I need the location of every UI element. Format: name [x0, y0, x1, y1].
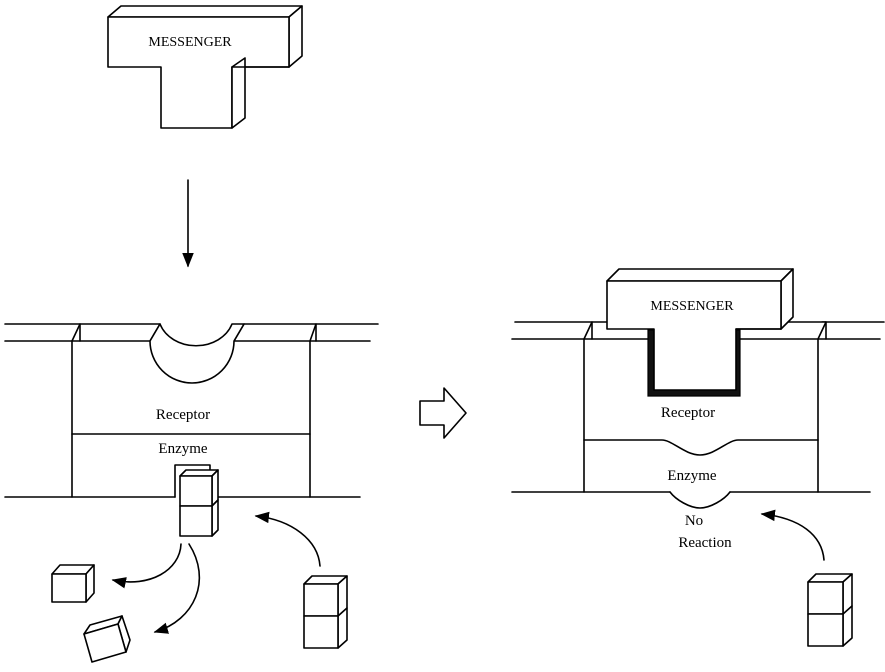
product-cube-2: [83, 615, 131, 663]
messenger-bound-label: MESSENGER: [650, 299, 734, 314]
product-cube-1: [51, 564, 95, 603]
substrate-arrow-right: [760, 509, 825, 561]
messenger-bound: MESSENGER: [606, 268, 794, 397]
substrate-stack-left: [303, 575, 348, 649]
substrate-in-active-site: [174, 464, 219, 537]
receptor-enzyme-left: Receptor Enzyme: [4, 323, 379, 498]
transition-arrow: [419, 387, 467, 439]
messenger-free: MESSENGER: [107, 5, 303, 129]
enzyme-label-right: Enzyme: [667, 468, 716, 484]
receptor-label-right: Receptor: [661, 405, 715, 421]
messenger-label: MESSENGER: [148, 35, 232, 50]
enzyme-label-left: Enzyme: [158, 441, 207, 457]
no-reaction-line2: Reaction: [678, 535, 732, 551]
product-arrow-1: [111, 543, 182, 589]
receptor-label-left: Receptor: [156, 407, 210, 423]
no-reaction-line1: No: [685, 513, 703, 529]
substrate-stack-right: [807, 573, 853, 647]
substrate-arrow-left: [254, 511, 321, 567]
product-arrow-2: [153, 543, 201, 634]
